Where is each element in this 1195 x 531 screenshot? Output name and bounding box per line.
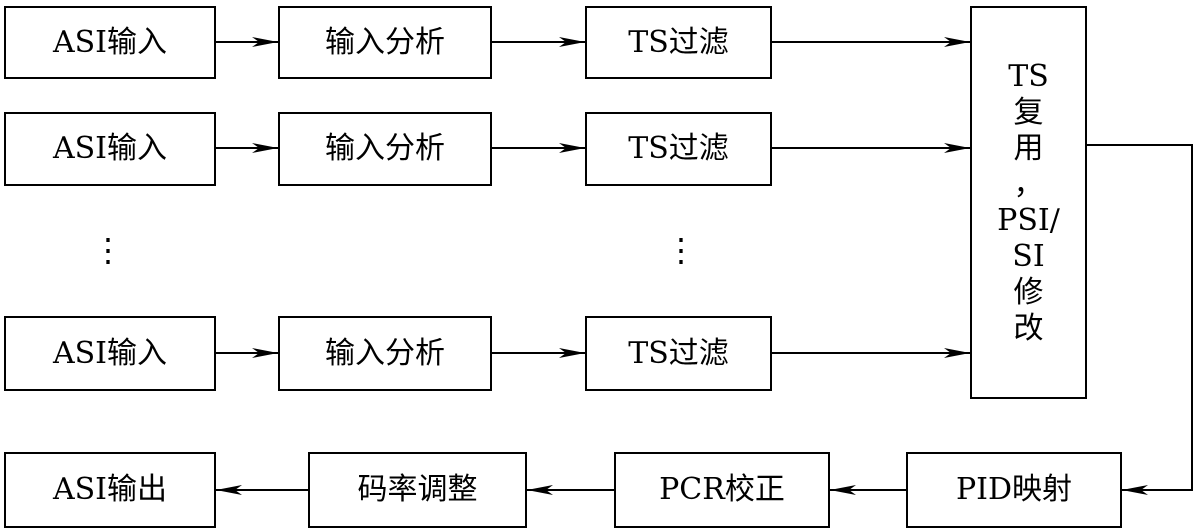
mux-label-line-8: 改 [1013,310,1044,346]
ts-filter-box-2: TS过滤 [585,112,772,186]
ts-mux-psi-si-modify-box: TS 复 用 ， PSI/ SI 修 改 [970,6,1087,399]
ellipsis-inputs: ⋮ [92,231,124,269]
rate-adjust-label: 码率调整 [357,472,478,507]
input-analysis-box-1: 输入分析 [278,6,492,79]
input-analysis-box-2: 输入分析 [278,112,492,186]
input-analysis-label-3: 输入分析 [325,335,445,371]
mux-label-line-4: ， [1013,166,1044,202]
asi-input-label-2: ASI输入 [52,131,168,166]
asi-input-label-1: ASI输入 [52,24,168,60]
mux-label-line-1: TS [1008,58,1049,94]
asi-output-box: ASI输出 [4,452,216,528]
pid-map-label: PID映射 [955,472,1073,507]
rate-adjust-box: 码率调整 [308,452,527,528]
mux-label-line-5: PSI/ [997,202,1060,238]
ts-filter-label-3: TS过滤 [628,335,729,371]
asi-input-label-3: ASI输入 [52,335,168,371]
input-analysis-box-3: 输入分析 [278,316,492,391]
mux-label-line-6: SI [1012,238,1045,274]
asi-input-box-2: ASI输入 [4,112,216,186]
ellipsis-filters: ⋮ [665,231,697,269]
ts-filter-label-1: TS过滤 [628,24,729,60]
mux-label-line-7: 修 [1013,274,1044,310]
asi-output-label: ASI输出 [52,472,168,507]
pid-map-box: PID映射 [906,452,1122,528]
ts-filter-label-2: TS过滤 [628,131,729,166]
input-analysis-label-2: 输入分析 [325,131,445,166]
pcr-correct-box: PCR校正 [614,452,830,528]
ts-filter-box-1: TS过滤 [585,6,772,79]
asi-input-box-3: ASI输入 [4,316,216,391]
mux-label-line-3: 用 [1013,130,1044,166]
ts-filter-box-3: TS过滤 [585,316,772,391]
mux-label-line-2: 复 [1013,94,1044,130]
pcr-correct-label: PCR校正 [659,472,785,507]
arrow-mux-to-pid [1087,144,1193,495]
input-analysis-label-1: 输入分析 [325,24,445,60]
asi-input-box-1: ASI输入 [4,6,216,79]
